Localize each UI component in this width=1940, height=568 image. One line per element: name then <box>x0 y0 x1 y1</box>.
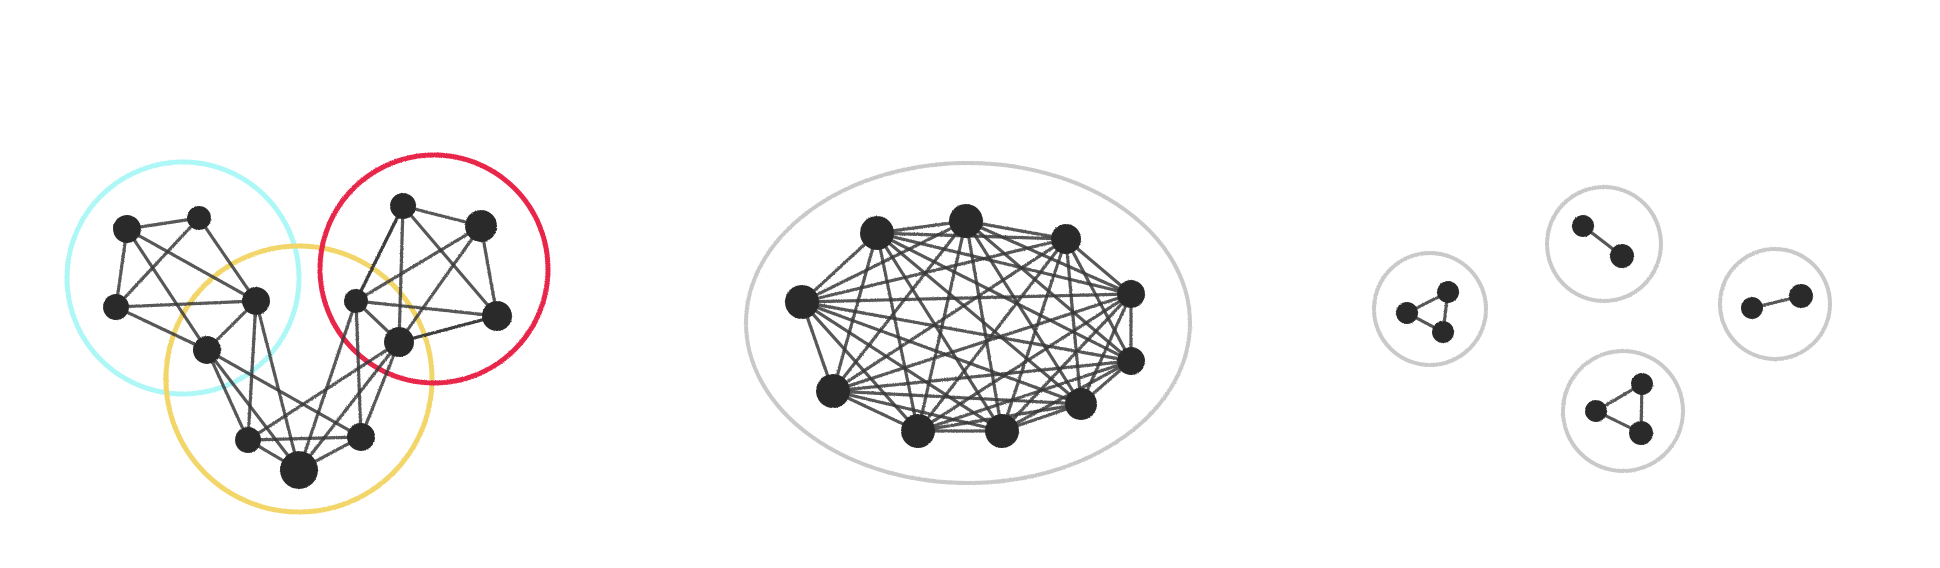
panel-overlapping-communities <box>64 152 551 515</box>
graph-node <box>860 216 894 250</box>
graph-edge <box>397 204 405 344</box>
community-circles <box>64 152 551 515</box>
graph-edge <box>114 299 258 309</box>
graph-edge <box>800 292 1133 304</box>
component-circle <box>1545 185 1663 303</box>
graph-edge <box>354 299 499 318</box>
graph-node <box>113 215 141 243</box>
graph-boundary-ellipse <box>744 161 1192 485</box>
graph-edge <box>831 292 1133 393</box>
graph-node <box>1610 244 1634 268</box>
graph-edge <box>800 237 1068 304</box>
graph-node <box>1437 281 1459 303</box>
graph-edge <box>354 224 483 303</box>
graph-node <box>1572 215 1594 237</box>
red-community-circle <box>317 152 551 386</box>
graph-edge <box>831 389 1083 406</box>
graph-edge <box>246 435 363 442</box>
graph-node <box>949 204 983 238</box>
graph-edge <box>354 299 363 439</box>
graph-edge <box>1000 292 1133 433</box>
graph-node <box>1629 421 1653 445</box>
graph-edge <box>1079 292 1133 406</box>
component-circle <box>1718 247 1832 361</box>
yellow-community-circle <box>163 243 435 515</box>
panel-complete-graph <box>744 161 1192 485</box>
graph-node <box>347 423 375 451</box>
graph-edge <box>964 219 1083 406</box>
graph-edge <box>125 227 258 303</box>
graph-edge <box>964 219 1133 296</box>
graph-edge <box>800 219 968 304</box>
graph-edge <box>205 348 301 472</box>
graph-edge <box>831 389 1004 433</box>
graph-edge <box>401 204 499 318</box>
graph-node <box>482 301 512 331</box>
graph-node <box>1432 321 1454 343</box>
graph-edge <box>246 340 401 442</box>
graph-node <box>985 414 1019 448</box>
graph-node <box>1741 297 1763 319</box>
graph-node <box>103 294 129 320</box>
panel-small-components <box>1372 185 1832 473</box>
graph-edge <box>246 299 258 442</box>
graph-node <box>1117 280 1145 308</box>
graph-node <box>1065 388 1097 420</box>
graph-edge <box>800 300 1004 433</box>
graph-node <box>187 206 211 230</box>
graph-node <box>901 414 935 448</box>
graph-node <box>384 327 414 357</box>
graph-edge <box>125 227 209 352</box>
graph-edge <box>114 305 209 352</box>
graph-edge <box>354 204 405 303</box>
graph-edge <box>875 231 920 433</box>
cyan-community-circle <box>64 159 302 397</box>
graph-edge <box>254 299 301 472</box>
graph-edge <box>397 314 499 344</box>
graph-node <box>280 451 318 489</box>
graph-edge <box>916 292 1133 433</box>
graph-edge <box>297 340 401 472</box>
graph-edge <box>800 300 920 433</box>
graph-edge <box>831 359 1133 393</box>
graph-edge <box>1000 359 1133 433</box>
graph-edge <box>114 216 201 309</box>
component-circle <box>1561 349 1685 473</box>
node-group <box>1396 215 1813 445</box>
graph-edge <box>1064 237 1133 363</box>
graph-edge <box>397 224 483 344</box>
graph-edge <box>964 219 1004 433</box>
graph-edge <box>800 300 1133 363</box>
graph-node <box>465 210 497 242</box>
edge-group <box>1405 224 1803 435</box>
component-boundaries <box>1372 185 1832 473</box>
graph-node <box>344 289 368 313</box>
graph-node <box>242 287 270 315</box>
node-group <box>785 204 1145 448</box>
graph-node <box>1117 347 1145 375</box>
graph-node <box>1631 373 1653 395</box>
graph-edge <box>197 216 258 303</box>
component-circle <box>1372 251 1488 367</box>
node-group <box>103 193 512 489</box>
graph-node <box>1585 400 1607 422</box>
graph-node <box>1789 284 1813 308</box>
graph-edge <box>205 348 250 442</box>
graph-edge <box>831 237 1068 393</box>
graph-node <box>390 193 416 219</box>
graph-edge <box>359 340 401 439</box>
graph-node <box>1396 302 1418 324</box>
graph-edge <box>1064 237 1083 406</box>
graph-edge <box>875 231 1083 406</box>
graph-node <box>816 374 850 408</box>
graph-node <box>785 285 819 319</box>
graph-edge <box>800 300 1083 406</box>
graph-edge <box>205 348 363 439</box>
graph-node <box>235 427 261 453</box>
graph-node <box>1051 224 1081 254</box>
graph-edge <box>297 299 358 472</box>
graph-node <box>193 336 221 364</box>
